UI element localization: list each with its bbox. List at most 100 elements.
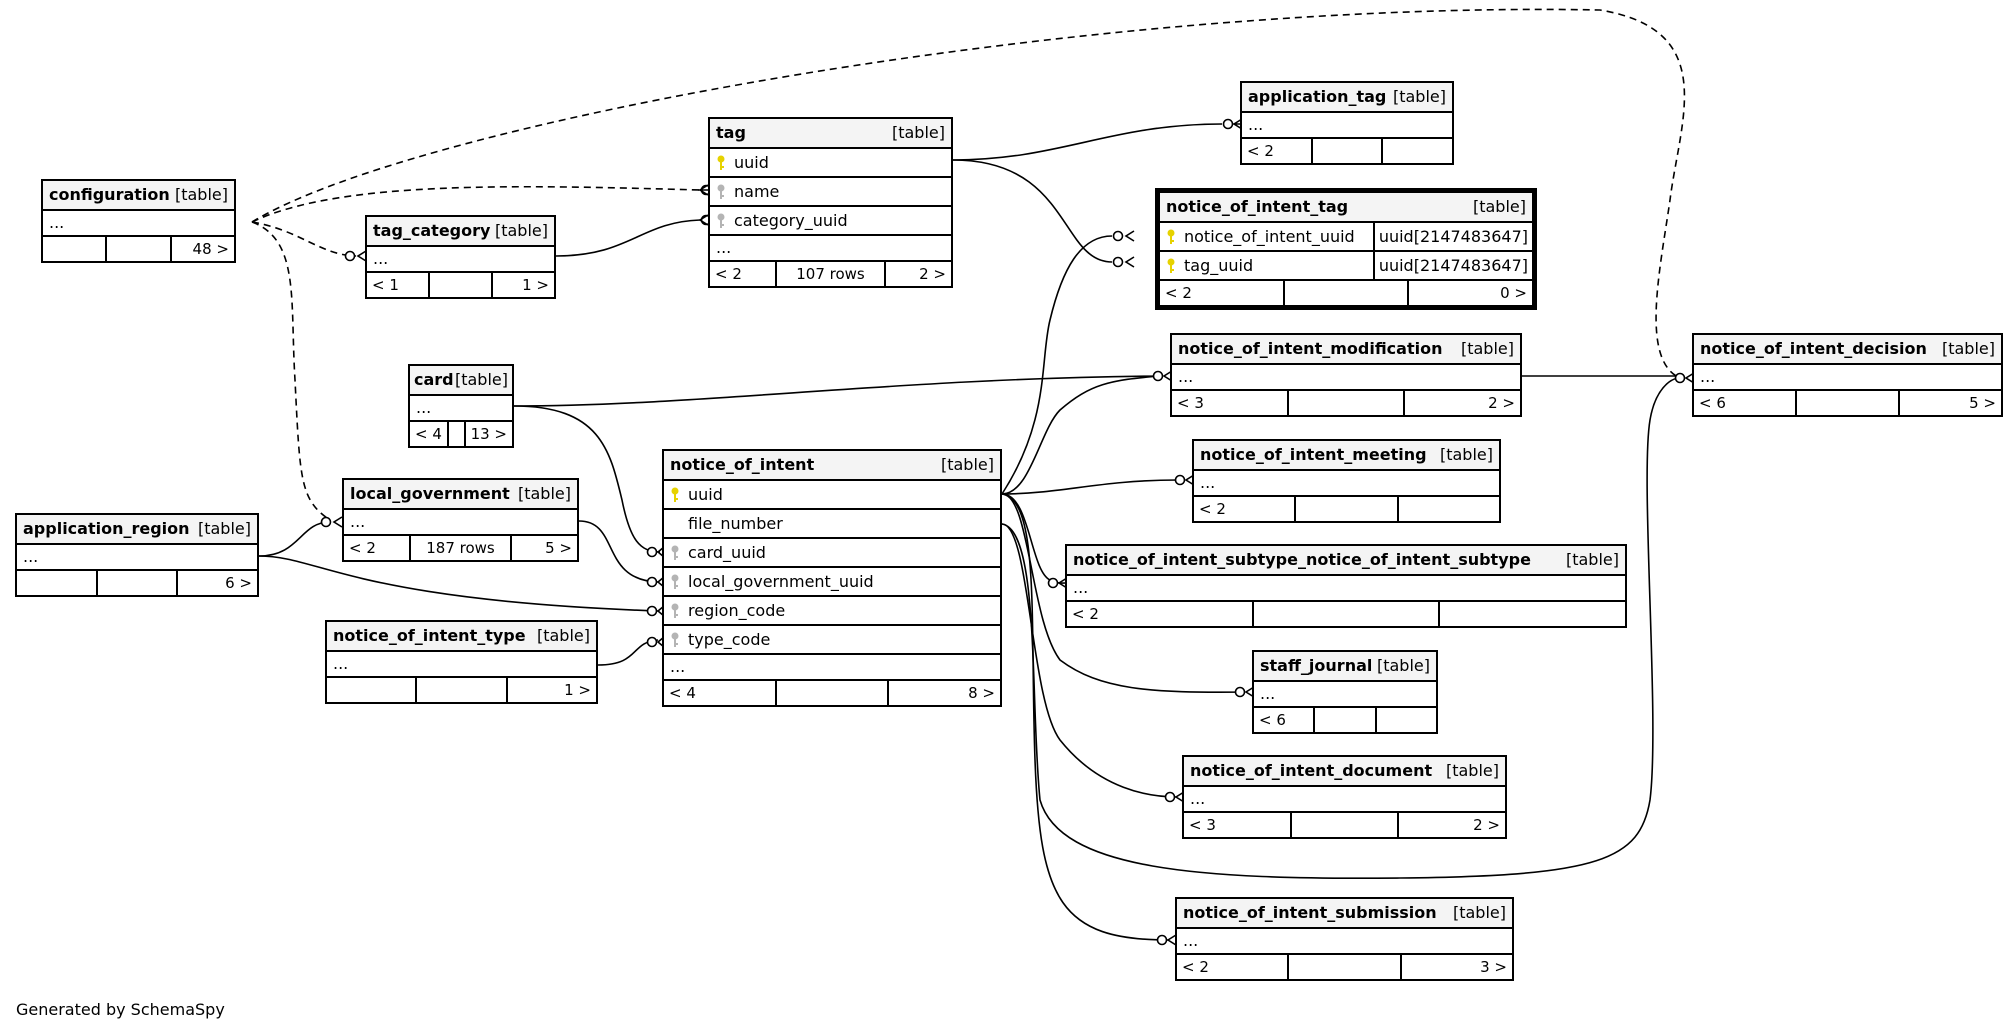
column-ellipsis: ... xyxy=(367,247,554,273)
edge-noi-notice-of-intent-tag xyxy=(1001,235,1113,495)
footer-middle xyxy=(446,422,464,446)
column-ellipsis: ... xyxy=(410,396,512,422)
table-tag[interactable]: tag [table] uuid name category_uuid ... … xyxy=(708,117,953,288)
footer-left[interactable]: < 2 xyxy=(1182,958,1209,976)
footer-middle xyxy=(415,678,505,702)
table-notice-of-intent-decision[interactable]: notice_of_intent_decision [table] ... < … xyxy=(1692,333,2003,417)
table-notice-of-intent-meeting[interactable]: notice_of_intent_meeting [table] ... < 2 xyxy=(1192,439,1501,523)
foreign-key-icon xyxy=(668,574,682,590)
column-row[interactable]: region_code xyxy=(664,597,1000,626)
footer-right[interactable]: 5 > xyxy=(1898,391,2001,415)
footer-right[interactable] xyxy=(1438,602,1625,626)
table-header: card [table] xyxy=(410,366,512,396)
table-application-region[interactable]: application_region [table] ... 6 > xyxy=(15,513,259,597)
footer-left[interactable]: < 4 xyxy=(669,684,696,702)
column-name: local_government_uuid xyxy=(688,572,874,591)
edge-application-region-notice-of-intent xyxy=(258,555,659,612)
column-row[interactable]: tag_uuid uuid[2147483647] xyxy=(1160,252,1532,281)
footer-right[interactable]: 2 > xyxy=(1403,391,1520,415)
table-header: notice_of_intent_decision [table] xyxy=(1694,335,2001,365)
footer-middle xyxy=(105,237,169,261)
column-row[interactable]: notice_of_intent_uuid uuid[2147483647] xyxy=(1160,223,1532,252)
table-header: local_government [table] xyxy=(344,480,577,510)
column-row[interactable]: uuid xyxy=(710,149,951,178)
footer-right[interactable]: 6 > xyxy=(176,571,257,595)
footer-left[interactable]: < 4 xyxy=(415,425,442,443)
footer-left[interactable]: < 2 xyxy=(349,539,376,557)
column-row[interactable]: name xyxy=(710,178,951,207)
footer-middle xyxy=(1287,955,1399,979)
table-staff-journal[interactable]: staff_journal [table] ... < 6 xyxy=(1252,650,1438,734)
column-name: name xyxy=(734,182,780,201)
column-ellipsis: ... xyxy=(1177,929,1512,955)
footer-right[interactable]: 2 > xyxy=(883,262,951,286)
footer-left[interactable]: < 2 xyxy=(1165,284,1192,302)
footer-right[interactable] xyxy=(1396,497,1499,521)
footer-left[interactable] xyxy=(17,571,96,595)
footer-right[interactable] xyxy=(1374,708,1436,732)
column-ellipsis: ... xyxy=(1184,787,1505,813)
column-row[interactable]: uuid xyxy=(664,481,1000,510)
table-application-tag[interactable]: application_tag [table] ... < 2 xyxy=(1240,81,1454,165)
footer-left[interactable]: < 2 xyxy=(1199,500,1226,518)
table-footer: < 6 xyxy=(1254,708,1436,732)
table-footer: < 2 0 > xyxy=(1160,281,1532,305)
footer-right[interactable]: 2 > xyxy=(1397,813,1505,837)
table-header: notice_of_intent_meeting [table] xyxy=(1194,441,1499,471)
footer-right[interactable]: 48 > xyxy=(169,237,234,261)
footer-left[interactable]: < 3 xyxy=(1189,816,1216,834)
footer-middle xyxy=(1795,391,1898,415)
table-name: notice_of_intent_tag xyxy=(1166,197,1349,216)
footer-left[interactable]: < 2 xyxy=(1247,142,1274,160)
table-notice-of-intent-type[interactable]: notice_of_intent_type [table] ... 1 > xyxy=(325,620,598,704)
column-name: card_uuid xyxy=(688,543,766,562)
column-row[interactable]: file_number xyxy=(664,510,1000,539)
footer-left[interactable]: < 2 xyxy=(715,265,742,283)
edge-tag-category-tag xyxy=(555,219,701,257)
footer-right[interactable]: 3 > xyxy=(1399,955,1512,979)
table-local-government[interactable]: local_government [table] ... < 2 187 row… xyxy=(342,478,579,562)
table-name: notice_of_intent_submission xyxy=(1183,903,1437,922)
footer-right[interactable]: 5 > xyxy=(510,536,577,560)
table-name: application_tag xyxy=(1248,87,1387,106)
footer-left[interactable]: < 6 xyxy=(1259,711,1286,729)
table-card[interactable]: card [table] ... < 4 13 > xyxy=(408,364,514,448)
table-notice-of-intent[interactable]: notice_of_intent [table] uuid file_numbe… xyxy=(662,449,1002,707)
footer-left[interactable]: < 1 xyxy=(372,276,399,294)
footer-left[interactable]: < 2 xyxy=(1072,605,1099,623)
footer-left[interactable]: < 3 xyxy=(1177,394,1204,412)
table-header: notice_of_intent_submission [table] xyxy=(1177,899,1512,929)
table-notice-of-intent-submission[interactable]: notice_of_intent_submission [table] ... … xyxy=(1175,897,1514,981)
column-name: notice_of_intent_uuid xyxy=(1184,227,1355,246)
footer-left[interactable] xyxy=(43,237,105,261)
table-notice-of-intent-document[interactable]: notice_of_intent_document [table] ... < … xyxy=(1182,755,1507,839)
table-name: card xyxy=(414,370,454,389)
footer-right[interactable]: 1 > xyxy=(505,678,596,702)
footer-middle xyxy=(1251,602,1439,626)
column-ellipsis: ... xyxy=(344,510,577,536)
footer-left[interactable] xyxy=(327,678,415,702)
footer-left[interactable]: < 6 xyxy=(1699,394,1726,412)
footer-right[interactable]: 13 > xyxy=(463,422,512,446)
column-row[interactable]: type_code xyxy=(664,626,1000,655)
table-header: notice_of_intent_document [table] xyxy=(1184,757,1505,787)
footer-right[interactable] xyxy=(1381,139,1452,163)
footer-right[interactable]: 0 > xyxy=(1407,281,1532,305)
table-tag-category[interactable]: tag_category [table] ... < 1 1 > xyxy=(365,215,556,299)
footer-right[interactable]: 1 > xyxy=(491,273,554,297)
footer-right[interactable]: 8 > xyxy=(887,681,1000,705)
column-type: uuid[2147483647] xyxy=(1372,252,1532,279)
table-footer: 48 > xyxy=(43,237,234,261)
column-row[interactable]: card_uuid xyxy=(664,539,1000,568)
column-row[interactable]: local_government_uuid xyxy=(664,568,1000,597)
table-name: notice_of_intent_decision xyxy=(1700,339,1927,358)
table-footer: < 4 8 > xyxy=(664,681,1000,705)
table-configuration[interactable]: configuration [table] ... 48 > xyxy=(41,179,236,263)
table-type: [table] xyxy=(1472,197,1526,216)
table-header: application_tag [table] xyxy=(1242,83,1452,113)
table-notice-of-intent-tag[interactable]: notice_of_intent_tag [table] notice_of_i… xyxy=(1155,188,1537,310)
column-row[interactable]: category_uuid xyxy=(710,207,951,236)
column-name: type_code xyxy=(688,630,771,649)
table-notice-of-intent-modification[interactable]: notice_of_intent_modification [table] ..… xyxy=(1170,333,1522,417)
table-notice-of-intent-subtype[interactable]: notice_of_intent_subtype_notice_of_inten… xyxy=(1065,544,1627,628)
